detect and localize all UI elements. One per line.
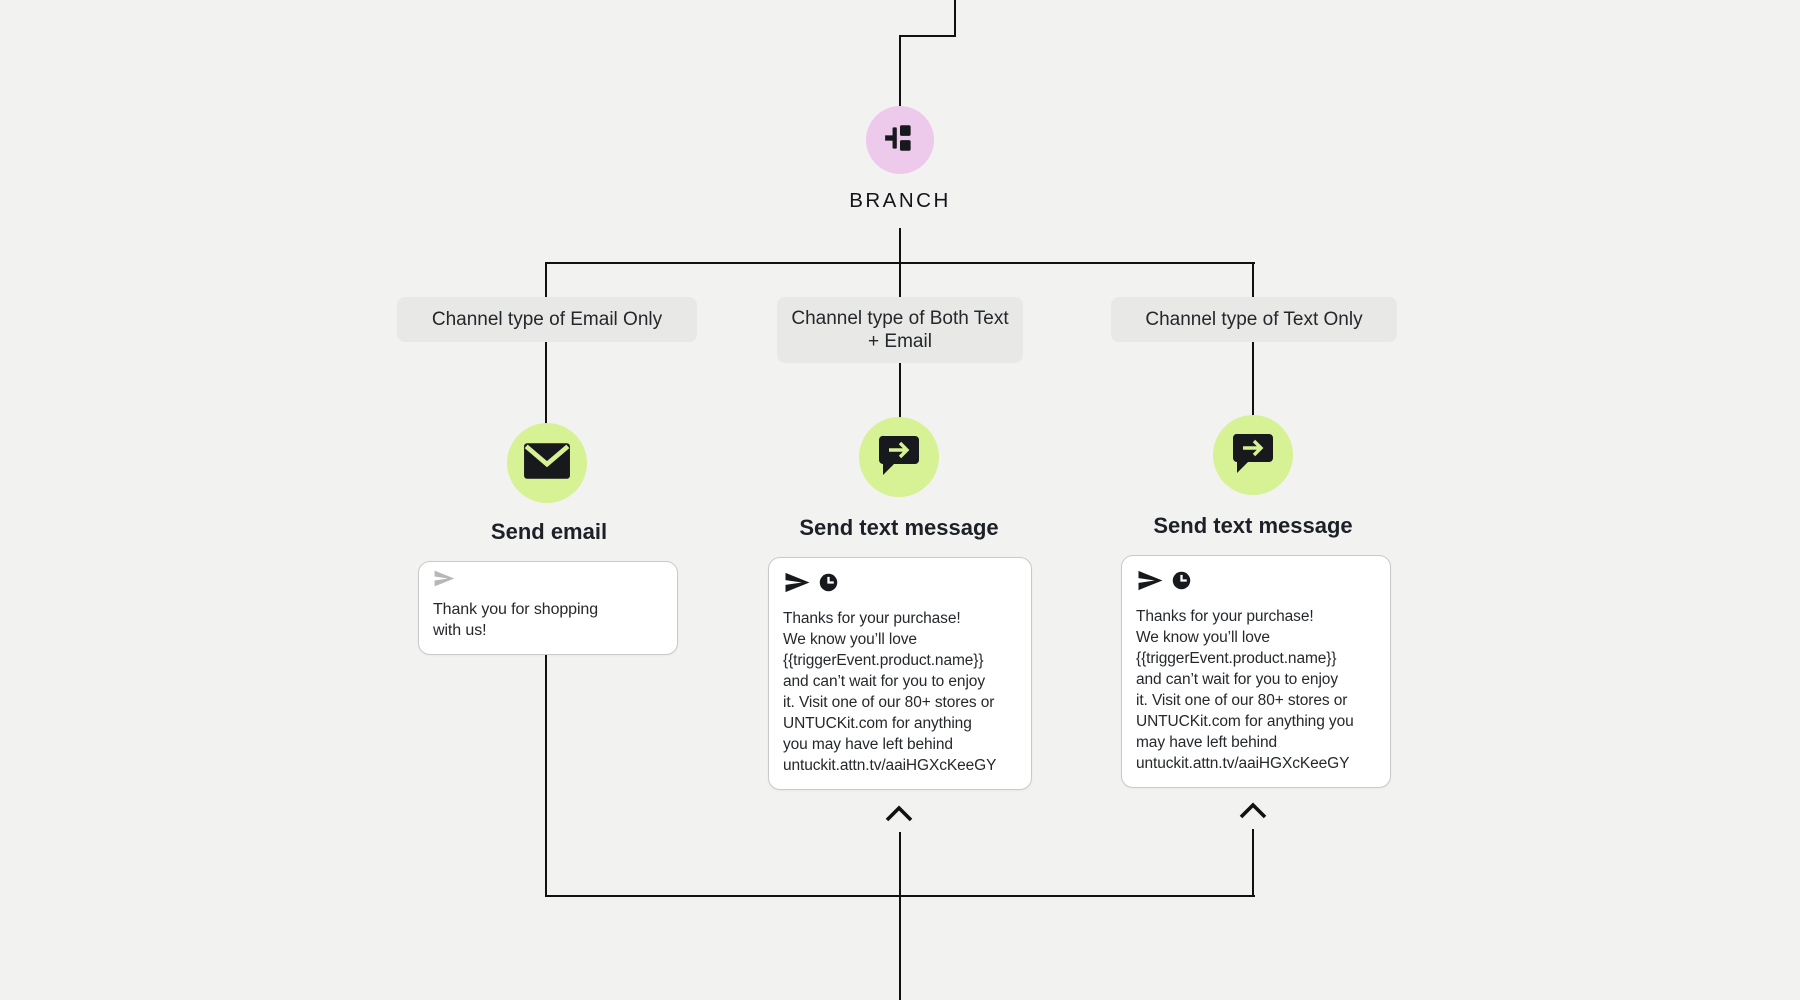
email-preview-text: Thank you for shopping with us! xyxy=(433,601,599,639)
branch-split-line xyxy=(545,262,1255,264)
condition-pill-email-only[interactable]: Channel type of Email Only xyxy=(397,297,697,342)
send-icon xyxy=(783,571,811,599)
connector-line xyxy=(899,35,901,107)
text-preview-card[interactable]: Thanks for your purchase! We know you’ll… xyxy=(1121,555,1391,788)
envelope-icon xyxy=(523,442,571,485)
chat-forward-icon xyxy=(877,434,921,481)
branch-node-label: BRANCH xyxy=(849,189,951,212)
chat-forward-icon xyxy=(1231,432,1275,479)
send-email-node[interactable] xyxy=(507,423,587,503)
connector-line xyxy=(545,262,547,299)
connector-line xyxy=(899,35,956,37)
text-preview-card[interactable]: Thanks for your purchase! We know you’ll… xyxy=(768,557,1032,790)
email-preview-card[interactable]: Thank you for shopping with us! xyxy=(418,561,678,655)
clock-icon xyxy=(1171,570,1192,596)
send-text-node[interactable] xyxy=(859,417,939,497)
chevron-up-icon[interactable] xyxy=(885,805,913,828)
send-icon xyxy=(433,569,455,593)
condition-pill-text-only[interactable]: Channel type of Text Only xyxy=(1111,297,1397,342)
send-icon xyxy=(1136,569,1164,597)
text-preview-text: Thanks for your purchase! We know you’ll… xyxy=(1136,608,1354,772)
connector-line xyxy=(545,655,547,896)
chevron-up-icon[interactable] xyxy=(1239,802,1267,825)
connector-line xyxy=(899,832,901,1000)
connector-line xyxy=(545,342,547,424)
branch-icon xyxy=(883,121,917,160)
action-label-send-email: Send email xyxy=(490,519,608,544)
connector-line xyxy=(954,0,956,37)
connector-line xyxy=(1252,262,1254,299)
action-label-send-text: Send text message xyxy=(1153,513,1353,538)
text-preview-text: Thanks for your purchase! We know you’ll… xyxy=(783,610,997,774)
connector-line xyxy=(1252,342,1254,416)
action-label-send-text: Send text message xyxy=(799,515,999,540)
connector-line xyxy=(1252,829,1254,896)
condition-pill-both[interactable]: Channel type of Both Text + Email xyxy=(777,297,1023,363)
clock-icon xyxy=(818,572,839,598)
connector-line xyxy=(899,363,901,418)
send-text-node[interactable] xyxy=(1213,415,1293,495)
branch-node[interactable] xyxy=(866,106,934,174)
